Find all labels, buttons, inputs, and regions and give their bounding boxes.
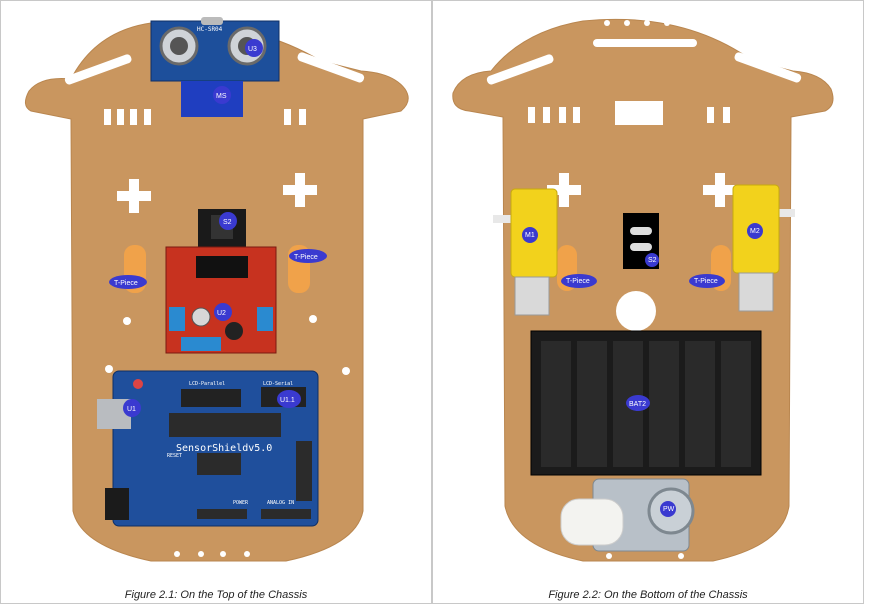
svg-text:T-Piece: T-Piece	[294, 254, 318, 261]
analog-text: ANALOG IN	[267, 500, 294, 506]
svg-text:T-Piece: T-Piece	[694, 278, 718, 285]
figure-top-panel: HC-SR04	[0, 0, 432, 604]
chassis-slot	[297, 52, 365, 83]
cross-hole	[283, 173, 317, 207]
svg-text:U2: U2	[217, 310, 226, 317]
svg-text:T-Piece: T-Piece	[566, 278, 590, 285]
motor-left	[493, 188, 558, 316]
svg-text:U1: U1	[127, 406, 136, 413]
svg-text:PW: PW	[663, 506, 675, 513]
label-s2: S2	[219, 212, 237, 230]
svg-text:MS: MS	[216, 93, 227, 100]
label-u2: U2	[214, 303, 232, 321]
label-pw: PW	[660, 501, 676, 517]
label-s2: S2	[645, 253, 659, 267]
lcd-serial-text: LCD-Serial	[263, 381, 293, 387]
label-tpiece-left: T-Piece	[109, 275, 147, 289]
svg-text:U3: U3	[248, 46, 257, 53]
shield-title-text: SensorShieldv5.0	[176, 443, 272, 454]
label-bat2: BAT2	[626, 395, 650, 411]
reset-text: RESET	[167, 453, 182, 459]
label-u1-1: U1.1	[277, 390, 301, 408]
svg-text:M1: M1	[525, 232, 535, 239]
figure-top-caption: Figure 2.1: On the Top of the Chassis	[124, 589, 308, 601]
chassis-bottom-illustration: M1 M2 S2 T-Piece T-Piece BAT2 PW	[452, 18, 834, 562]
label-u3: U3	[245, 39, 263, 57]
figure-bottom-caption: Figure 2.2: On the Bottom of the Chassis	[548, 589, 748, 601]
sensor-mount	[181, 81, 243, 117]
label-tpiece-right: T-Piece	[689, 274, 725, 288]
figure-bottom-panel: M1 M2 S2 T-Piece T-Piece BAT2 PW Figure …	[432, 0, 864, 604]
svg-text:S2: S2	[648, 257, 657, 264]
svg-text:T-Piece: T-Piece	[114, 280, 138, 287]
label-tpiece-left: T-Piece	[561, 274, 597, 288]
motor-right	[732, 184, 795, 312]
label-m1: M1	[522, 227, 538, 243]
svg-text:S2: S2	[223, 219, 232, 226]
sensor-model-text: HC-SR04	[197, 26, 223, 33]
label-ms: MS	[213, 86, 231, 104]
motor-driver-board	[165, 209, 277, 354]
cross-hole	[117, 179, 151, 213]
chassis-top-illustration: HC-SR04	[25, 17, 409, 562]
sensor-shield-board: SensorShieldv5.0 LCD-Parallel LCD-Serial…	[97, 370, 319, 527]
chassis-slot	[64, 54, 132, 85]
power-text: POWER	[233, 500, 249, 506]
svg-text:U1.1: U1.1	[280, 397, 295, 404]
label-u1: U1	[123, 399, 141, 417]
label-m2: M2	[747, 223, 763, 239]
svg-text:M2: M2	[750, 228, 760, 235]
lcd-parallel-text: LCD-Parallel	[189, 381, 225, 387]
label-tpiece-right: T-Piece	[289, 249, 327, 263]
svg-text:BAT2: BAT2	[629, 401, 646, 408]
battery-holder	[530, 330, 762, 476]
